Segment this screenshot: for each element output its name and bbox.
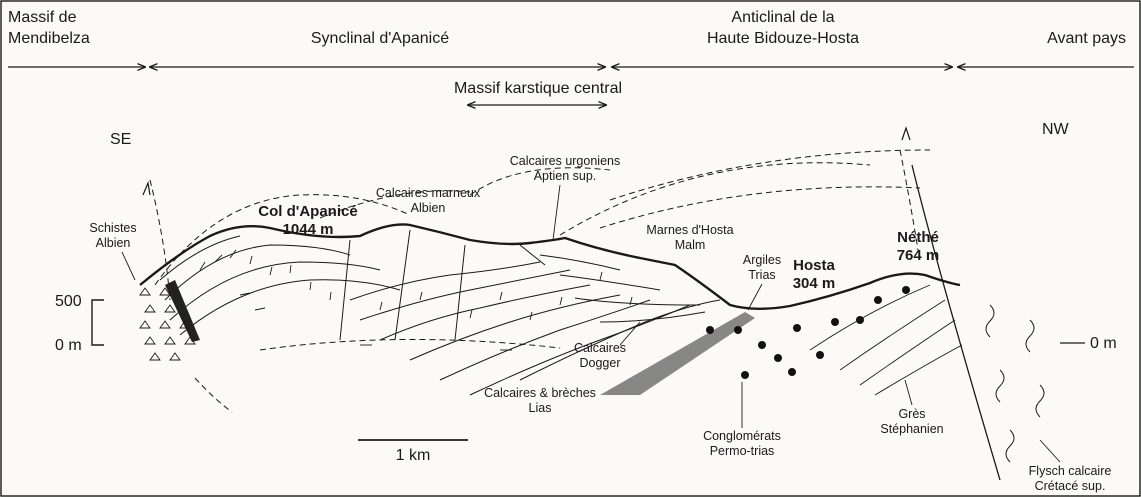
scale-1km: 1 km [396,447,431,464]
bedding-ticks [200,250,632,350]
header-anticlinal-line1: Anticlinal de la [731,9,834,26]
scale-0m: 0 m [55,337,82,354]
bedding-layers [160,230,720,395]
header-massif-mendibelza-line2: Mendibelza [8,30,90,47]
topographic-profile [140,224,960,308]
unit-gres-2: Stéphanien [880,422,943,436]
header-massif-mendibelza-line1: Massif de [8,9,77,26]
unit-conglomerats-2: Permo-trias [710,444,775,458]
unit-marnes-hosta-1: Marnes d'Hosta [646,223,733,237]
leader-argiles [748,284,762,310]
header-avant-pays: Avant pays [1047,30,1126,47]
leader-flysch [1040,440,1060,462]
peak-col-name: Col d'Apanicé [258,203,357,220]
leader-gres [905,380,912,405]
unit-calc-dogger-2: Dogger [580,356,621,370]
gres-lines [810,285,962,395]
leader-dogger [620,322,640,345]
unit-schistes-2: Albien [96,236,131,250]
peak-col-alt: 1044 m [283,221,334,238]
header-massif-karstique: Massif karstique central [454,80,622,97]
leader-schistes [122,252,135,280]
header-anticlinal-line2: Haute Bidouze-Hosta [707,30,859,47]
peak-hosta-alt: 304 m [793,275,836,292]
unit-argiles-1: Argiles [743,253,781,267]
leader-urgoniens [553,185,560,240]
header-synclinal: Synclinal d'Apanicé [311,30,449,47]
unit-calc-marneux-2: Albien [411,201,446,215]
unit-gres-1: Grès [898,407,925,421]
unit-conglomerats-1: Conglomérats [703,429,781,443]
peak-hosta-name: Hosta [793,257,835,274]
unit-flysch-2: Crétacé sup. [1035,479,1106,493]
schistes-pattern [140,288,195,360]
unit-calc-breches-1: Calcaires & brèches [484,386,596,400]
base-dashed [260,339,560,350]
flysch-pattern [986,305,1044,462]
scale-right-0m: 0 m [1090,335,1117,352]
peak-nethe-alt: 764 m [897,247,940,264]
unit-calc-dogger-1: Calcaires [574,341,626,355]
unit-calc-marneux-1: Calcaires marneux [376,186,481,200]
unit-schistes-1: Schistes [89,221,136,235]
unit-argiles-2: Trias [748,268,775,282]
vertical-scale [92,300,104,345]
orientation-se: SE [110,131,131,148]
peak-nethe-name: Néthé [897,229,939,246]
unit-marnes-hosta-2: Malm [675,238,706,252]
unit-calc-breches-2: Lias [529,401,552,415]
unit-calc-urgoniens-2: Aptien sup. [534,169,597,183]
unit-calc-urgoniens-1: Calcaires urgoniens [510,154,620,168]
unit-flysch-1: Flysch calcaire [1029,464,1112,478]
orientation-nw: NW [1042,121,1070,138]
conglomerate-dots [706,286,910,379]
scale-500: 500 [55,293,82,310]
